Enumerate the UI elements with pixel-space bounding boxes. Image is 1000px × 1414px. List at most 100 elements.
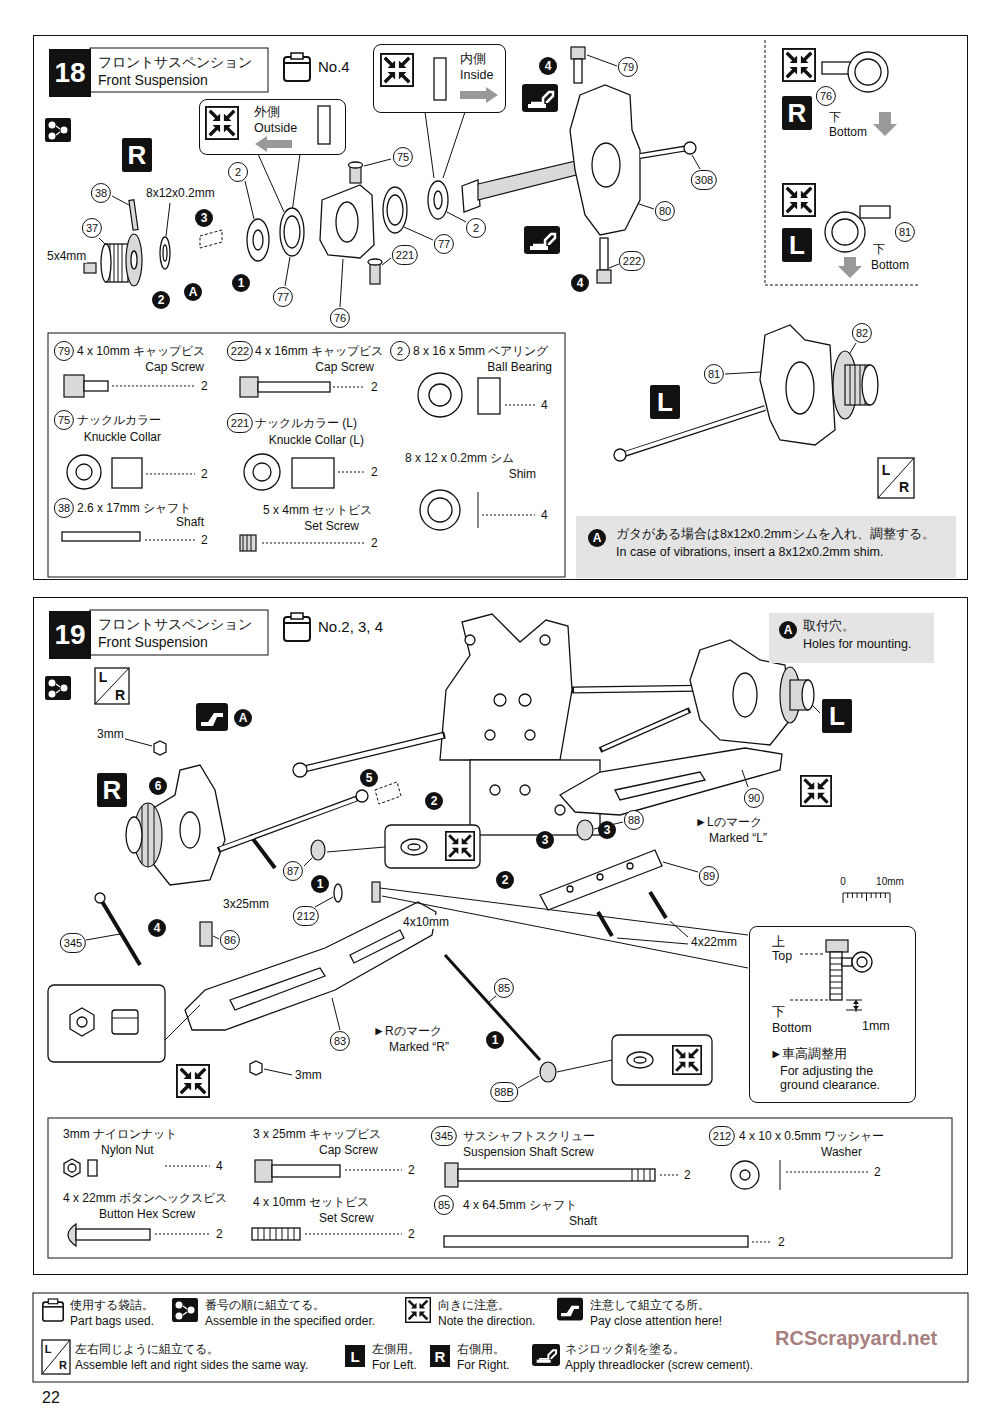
step18-artwork — [166, 203, 170, 236]
part-label: 4 x 64.5mm シャフト — [462, 1198, 578, 1212]
legend-text: ネジロック剤を塗る。 — [565, 1342, 685, 1356]
step-number: A — [588, 529, 606, 547]
part-label: 2 — [777, 1235, 786, 1249]
part-label: 3mm — [294, 1068, 323, 1082]
step-number: 2 — [425, 792, 443, 810]
legend-text: Pay close attention here! — [590, 1314, 722, 1328]
part-label: Set Screw — [303, 519, 360, 533]
step18-artwork — [284, 53, 310, 81]
step-number: 1 — [311, 875, 329, 893]
legend-artwork — [406, 1298, 431, 1323]
step18-artwork — [340, 159, 391, 307]
legend-text: Note the direction. — [438, 1314, 535, 1328]
legend-entry: For Right. — [457, 1359, 510, 1373]
callout-number: 81 — [895, 222, 915, 242]
step19-artwork — [48, 1118, 952, 1258]
step18-artwork — [62, 532, 140, 541]
step19-artwork — [356, 790, 368, 802]
step18-artwork — [243, 535, 251, 551]
step18-artwork — [258, 382, 330, 392]
step18-artwork — [240, 377, 258, 397]
part-label: Bottom — [828, 125, 868, 139]
legend-entry: Assemble left and right sides the same w… — [75, 1359, 308, 1373]
step19-artwork — [77, 1017, 87, 1027]
step19-artwork — [155, 1234, 210, 1235]
step18-artwork — [460, 87, 498, 103]
step-number: 2 — [152, 291, 170, 309]
legend-entry: 使用する袋詰。 — [70, 1299, 154, 1313]
part-label: 下 — [872, 242, 886, 256]
step19-artwork — [465, 635, 475, 645]
note-text: 内側 — [460, 52, 486, 66]
step19-artwork — [350, 930, 404, 963]
step19-artwork — [489, 996, 496, 1002]
step18-artwork — [418, 373, 462, 417]
step18-artwork — [258, 154, 300, 212]
callout-number: 88B — [490, 1082, 518, 1102]
step19-artwork — [627, 1052, 653, 1068]
step18-artwork — [855, 59, 881, 85]
legend-entry: Part bags used. — [70, 1315, 154, 1329]
callout-number: 38 — [91, 183, 111, 203]
callout-number: 345 — [431, 1126, 457, 1146]
part-label: 4 x 10mm キャップビス — [76, 344, 206, 358]
step19-artwork — [112, 1010, 138, 1034]
icon-letter: R — [59, 1360, 67, 1371]
step-number: A — [779, 621, 797, 639]
step18-artwork — [505, 405, 535, 406]
step19-artwork — [284, 613, 310, 641]
part-label: 3 x 25mm キャップビス — [252, 1127, 382, 1141]
legend-artwork — [42, 1340, 70, 1374]
step19-artwork — [445, 1163, 458, 1187]
part-label: 4 x 10mm セットビス — [252, 1195, 370, 1209]
step19-artwork — [70, 1008, 94, 1036]
step18-artwork — [434, 58, 446, 100]
step18-artwork — [110, 244, 122, 282]
callout-number: 345 — [60, 933, 86, 953]
step19-artwork — [126, 817, 142, 853]
note-text: Holes for mounting. — [803, 637, 911, 651]
step19-artwork — [485, 730, 495, 740]
step18-artwork — [84, 381, 108, 391]
callout-number: 85 — [494, 978, 514, 998]
step18-artwork — [684, 142, 696, 154]
step19-artwork — [88, 1160, 97, 1176]
step-number: 1 — [486, 1031, 504, 1049]
step19-artwork — [857, 957, 867, 967]
step19-artwork — [100, 898, 140, 965]
step-heading: フロントサスペンション — [98, 54, 252, 70]
step18-artwork — [404, 227, 433, 240]
step18-artwork — [129, 200, 138, 230]
step18-artwork — [387, 195, 403, 225]
note-text: Bottom — [772, 1021, 812, 1035]
step19-artwork — [445, 955, 540, 1060]
bag-number: No.4 — [318, 58, 350, 75]
part-label: 2 — [407, 1163, 416, 1177]
step18-artwork — [420, 490, 460, 530]
callout-number: 38 — [54, 498, 74, 518]
step18-artwork — [318, 106, 330, 144]
step19-artwork — [801, 776, 831, 806]
step-number: 4 — [539, 57, 557, 75]
step19-artwork — [45, 610, 952, 1258]
part-label: 8x12x0.2mm — [145, 186, 216, 200]
step18-artwork — [338, 472, 365, 473]
step19-artwork — [95, 668, 129, 704]
part-label: ナックルカラー — [76, 413, 162, 427]
part-label: 2 — [215, 1227, 224, 1241]
part-label: 4x10mm — [402, 915, 450, 929]
legend-entry: ネジロック剤を塗る。 — [565, 1343, 685, 1357]
icon-letter: R — [899, 480, 909, 494]
legend-artwork — [43, 1299, 63, 1321]
note-box: Aガタがある場合は8x12x0.2mmシムを入れ、調整する。In case of… — [576, 516, 956, 578]
part-label: Bottom — [870, 258, 910, 272]
part-label: Marked “L” — [708, 831, 768, 845]
callout-number: 75 — [54, 410, 74, 430]
step-number: 18 — [49, 49, 91, 97]
part-label: ►Rのマーク — [372, 1024, 443, 1038]
part-label: 下 — [828, 110, 842, 124]
legend-artwork — [33, 1293, 968, 1382]
callout-number: 83 — [330, 1031, 350, 1051]
step18-artwork — [146, 474, 195, 475]
legend-text: Apply threadlocker (screw cement). — [565, 1358, 753, 1372]
